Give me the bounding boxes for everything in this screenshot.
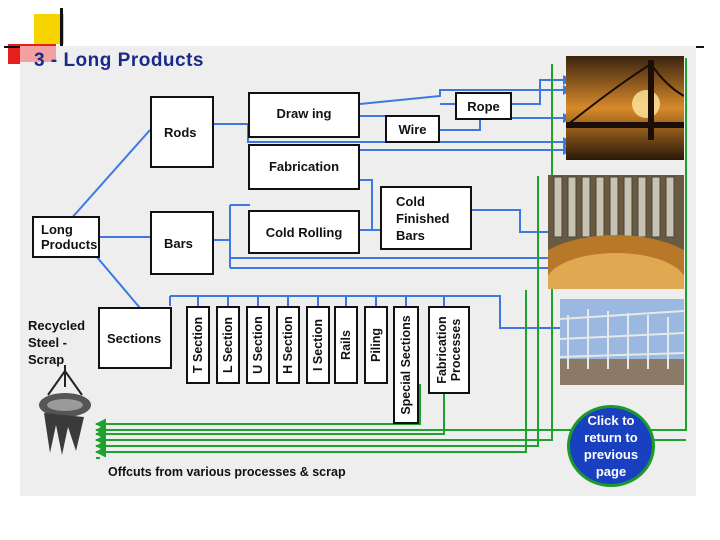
gear-photo bbox=[548, 175, 684, 289]
decor-vertical-line bbox=[60, 8, 63, 60]
section-type-l: L Section bbox=[216, 306, 240, 384]
wire-label: Wire bbox=[398, 121, 427, 137]
section-type-i: I Section bbox=[306, 306, 330, 384]
fabrication-box: Fabrication bbox=[248, 144, 360, 190]
offcuts-label: Offcuts from various processes & scrap bbox=[108, 465, 346, 479]
return-to-previous-page-button[interactable]: Click to return to previous page bbox=[567, 405, 655, 487]
suspension-bridge-photo bbox=[566, 56, 684, 160]
section-type-label: Rails bbox=[339, 330, 353, 360]
section-type-u: U Section bbox=[246, 306, 270, 384]
section-type-label: I Section bbox=[311, 318, 325, 372]
section-type-special: Special Sections bbox=[393, 306, 419, 424]
steel-frame-building-photo bbox=[560, 299, 684, 385]
section-type-label: Piling bbox=[369, 327, 383, 363]
rods-box: Rods bbox=[150, 96, 214, 168]
cold-finished-bars-box: Cold Finished Bars bbox=[380, 186, 472, 250]
section-type-h: H Section bbox=[276, 306, 300, 384]
drawing-box: Draw ing bbox=[248, 92, 360, 138]
bars-box: Bars bbox=[150, 211, 214, 275]
long-products-box: Long Products bbox=[32, 216, 100, 258]
sections-box: Sections bbox=[98, 307, 172, 369]
sections-label: Sections bbox=[107, 330, 162, 346]
cold-finished-bars-label: Cold Finished Bars bbox=[396, 193, 450, 243]
section-type-t: T Section bbox=[186, 306, 210, 384]
section-type-label: U Section bbox=[251, 316, 265, 374]
rope-label: Rope bbox=[467, 98, 500, 114]
rods-label: Rods bbox=[164, 124, 197, 140]
bars-label: Bars bbox=[164, 235, 193, 251]
wire-box: Wire bbox=[385, 115, 440, 143]
rope-box: Rope bbox=[455, 92, 512, 120]
scrap-metal-icon bbox=[34, 365, 96, 457]
section-type-rails: Rails bbox=[334, 306, 358, 384]
cold-rolling-box: Cold Rolling bbox=[248, 210, 360, 254]
decor-pink-bar bbox=[20, 46, 56, 62]
drawing-label: Draw ing bbox=[276, 106, 332, 121]
section-type-piling: Piling bbox=[364, 306, 388, 384]
page-title: 3 - Long Products bbox=[34, 50, 204, 71]
return-button-label: Click to return to previous page bbox=[583, 413, 639, 479]
section-type-label: H Section bbox=[281, 316, 295, 374]
recycled-steel-scrap-label: Recycled Steel - Scrap bbox=[28, 318, 86, 367]
section-type-label: Fabrication Processes bbox=[435, 316, 463, 384]
long-products-label: Long Products bbox=[41, 222, 98, 252]
section-type-label: T Section bbox=[191, 316, 205, 374]
decor-yellow-square bbox=[34, 14, 64, 44]
cold-rolling-label: Cold Rolling bbox=[265, 224, 343, 240]
section-type-label: Special Sections bbox=[399, 315, 413, 415]
section-type-label: L Section bbox=[221, 316, 235, 374]
fabrication-label: Fabrication bbox=[268, 159, 340, 174]
section-type-fabrication-processes: Fabrication Processes bbox=[428, 306, 470, 394]
